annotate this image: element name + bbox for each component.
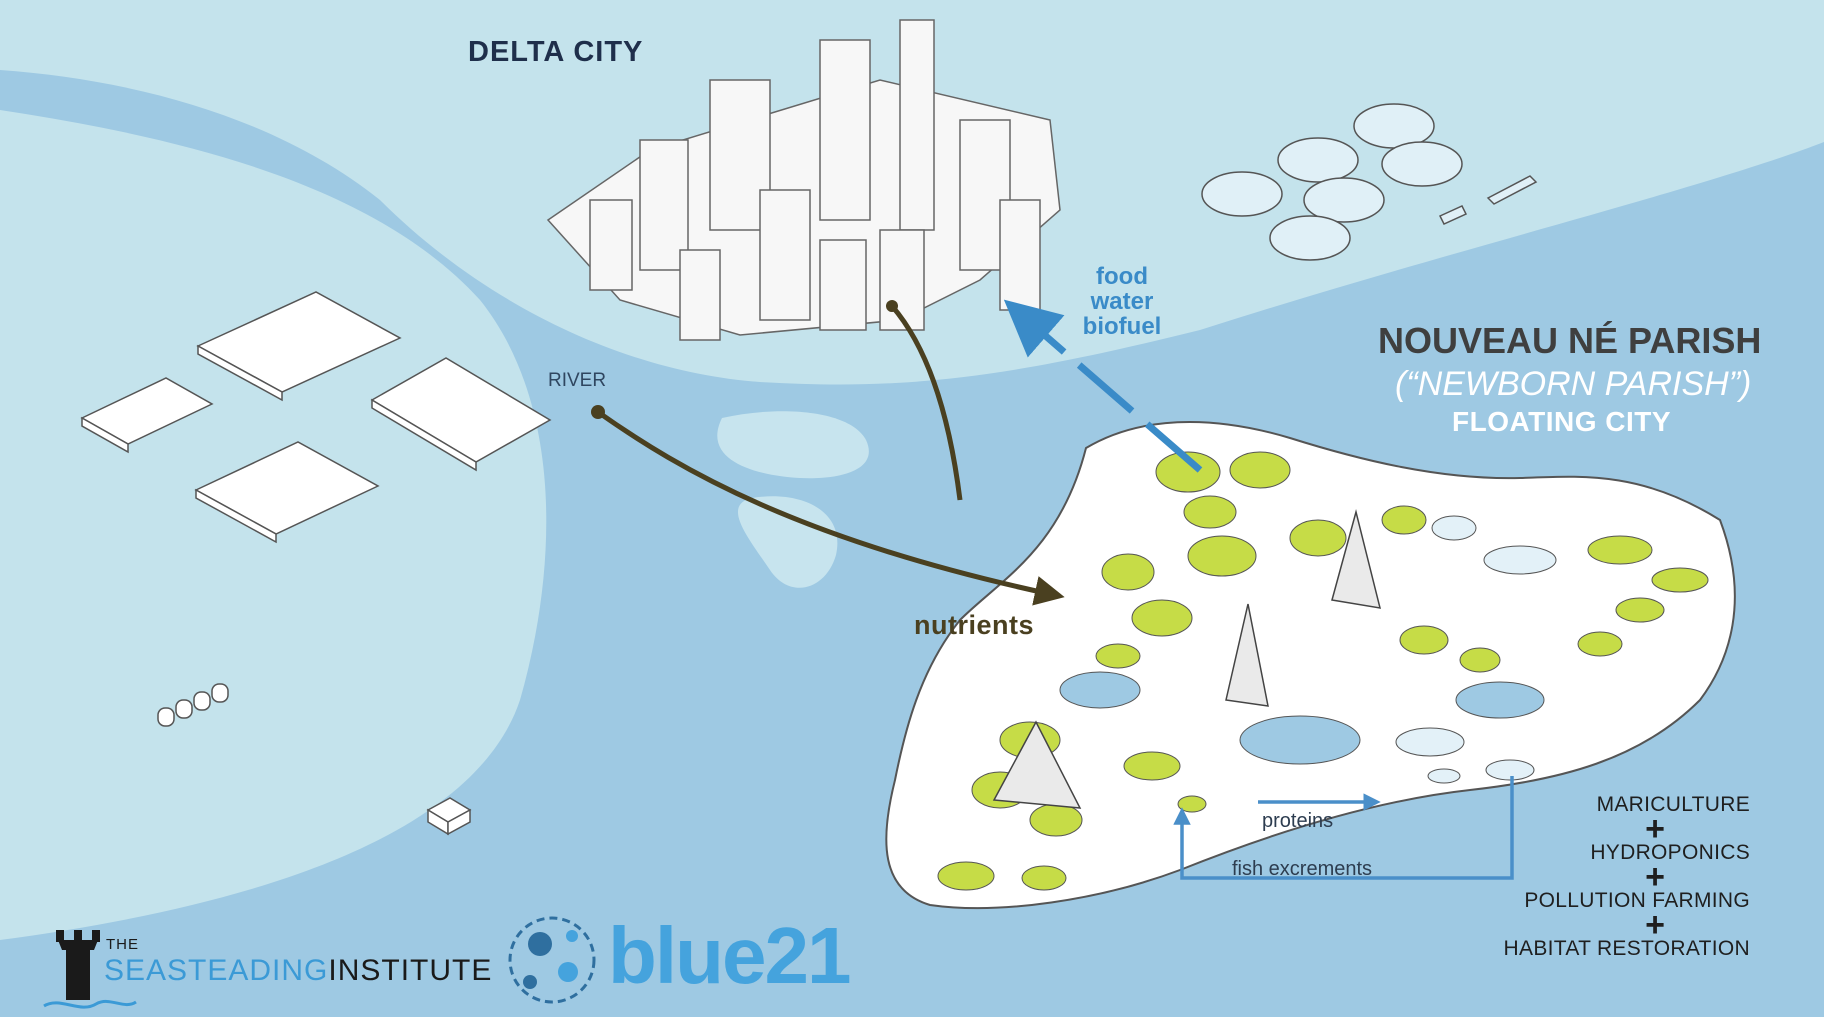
benefit-habitat-restoration: HABITAT RESTORATION [1503, 937, 1750, 960]
river-island-1 [717, 411, 869, 479]
food-water-biofuel-text: food water biofuel [1082, 263, 1162, 340]
blue21-wordmark: blue21 [608, 911, 851, 1000]
city-nutrient-arrow [890, 304, 963, 501]
city-arrow-origin [886, 300, 898, 312]
river-label: RIVER [548, 370, 607, 391]
seasteading-the: THE [106, 936, 139, 953]
benefit-mariculture: MARICULTURE [1596, 793, 1750, 816]
parish-subtitle: (“NEWBORN PARISH”) [1395, 365, 1752, 403]
seasteading-institute-wordmark: SEASTEADINGINSTITUTE [104, 954, 492, 988]
plus-sign: + [1645, 810, 1665, 848]
river-island-2 [737, 496, 838, 588]
small-building [426, 797, 472, 836]
river-nutrient-arrow [596, 409, 1065, 606]
greenhouse-field-2 [196, 291, 402, 402]
greenhouse-field-1 [80, 377, 214, 454]
institute-word: INSTITUTE [328, 954, 493, 987]
floating-city-platform [885, 421, 1736, 910]
greenhouse-field-3 [194, 441, 380, 544]
floating-city-label: FLOATING CITY [1452, 406, 1672, 437]
plus-sign: + [1645, 858, 1665, 896]
river-arrow-origin [591, 405, 605, 419]
green-pads [937, 451, 1709, 891]
blue21-globe-icon [508, 916, 596, 1004]
seasteading-word: SEASTEADING [104, 954, 329, 987]
food-water-biofuel-label: food water biofuel [1062, 264, 1182, 339]
parish-title: NOUVEAU NÉ PARISH [1378, 320, 1762, 361]
benefits-list: MARICULTURE + HYDROPONICS + POLLUTION FA… [1410, 792, 1750, 962]
fish-excrements-loop-arrow [1173, 776, 1514, 880]
greenhouse-field-4 [370, 357, 552, 472]
water-treatment-tanks [1201, 103, 1538, 261]
storage-tanks [157, 683, 229, 727]
benefit-hydroponics: HYDROPONICS [1590, 841, 1750, 864]
proteins-label: proteins [1262, 810, 1334, 832]
open-water-pools [1059, 671, 1545, 765]
towers [992, 509, 1382, 809]
fish-excrements-label: fish excrements [1232, 858, 1373, 880]
nutrients-label: nutrients [914, 610, 1035, 640]
seasteading-tower-logo-icon [43, 930, 137, 1009]
open-water-pools-light [1395, 515, 1557, 784]
delta-city-buildings [546, 19, 1061, 341]
plus-sign: + [1645, 906, 1665, 944]
delta-city-label: DELTA CITY [468, 36, 644, 68]
food-water-biofuel-arrow [1003, 299, 1203, 473]
benefit-pollution-farming: POLLUTION FARMING [1524, 889, 1750, 912]
